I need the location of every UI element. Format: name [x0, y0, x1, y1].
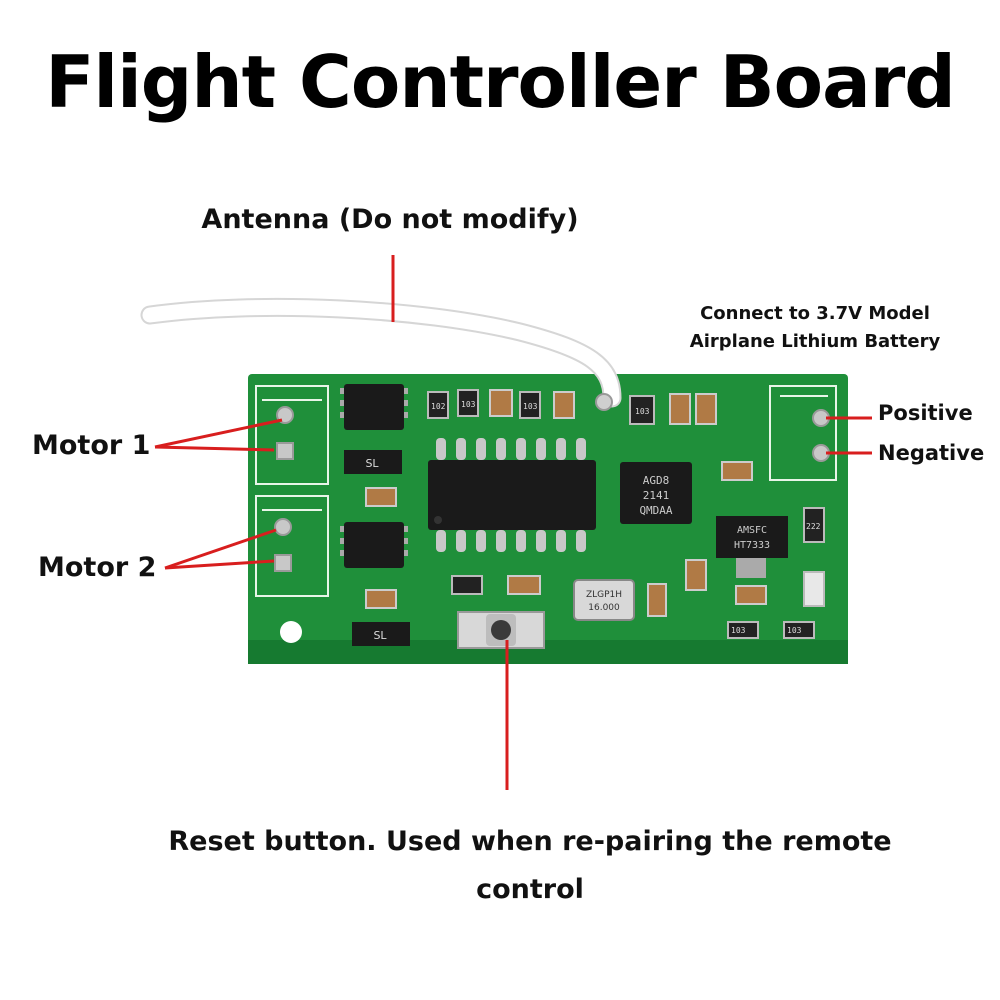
antenna-label: Antenna (Do not modify) — [201, 204, 579, 235]
callout-lines — [154, 255, 872, 790]
resistor-103c: 103 — [635, 407, 650, 416]
motor2-pads — [274, 518, 292, 572]
motor2-callout-line-b — [164, 559, 275, 570]
mounting-hole — [280, 621, 302, 643]
mcu-text-3: QMDAA — [639, 504, 672, 517]
resistor-103b: 103 — [523, 402, 538, 411]
silkscreen-outlines — [255, 385, 837, 597]
positive-label: Positive — [878, 401, 973, 425]
resistor-222: 222 — [806, 522, 821, 531]
crystal-text-2: 16.000 — [588, 603, 620, 613]
motor1-callout-line-a — [154, 418, 283, 449]
antenna-solder — [595, 393, 613, 411]
mcu-text-1: AGD8 — [643, 474, 670, 487]
motor1-label: Motor 1 — [32, 430, 151, 461]
regulator-text-1: AMSFC — [737, 525, 767, 536]
resistor-103d: 103 — [731, 626, 746, 635]
battery-pads — [812, 409, 830, 462]
page-title: Flight Controller Board — [45, 40, 956, 124]
battery-label-line2: Airplane Lithium Battery — [689, 331, 941, 352]
mosfet-bottom — [340, 522, 408, 568]
diode-sl-bottom-text: SL — [373, 629, 387, 642]
battery-label-line1: Connect to 3.7V Model — [700, 303, 930, 324]
regulator-text-2: HT7333 — [734, 540, 770, 551]
resistor-103e: 103 — [787, 626, 802, 635]
mosfet-top — [340, 384, 408, 430]
passive-labels: 102 103 103 103 222 103 103 — [431, 400, 821, 635]
mcu-text-2: 2141 — [643, 489, 670, 502]
reset-label: Reset button. Used when re-pairing the r… — [168, 826, 892, 905]
motor2-label: Motor 2 — [38, 552, 157, 583]
reset-button — [457, 611, 545, 649]
mcu-chip: AGD8 2141 QMDAA — [620, 462, 692, 524]
crystal-text-1: ZLGP1H — [586, 590, 622, 600]
battery-label: Connect to 3.7V Model Airplane Lithium B… — [660, 300, 970, 356]
motor2-callout-line-a — [164, 528, 277, 570]
regulator-chip: AMSFC HT7333 — [716, 516, 788, 578]
main-ic — [428, 438, 596, 552]
resistor-103a: 103 — [461, 400, 476, 409]
pcb-edge — [248, 640, 848, 664]
crystal: ZLGP1H 16.000 — [573, 579, 635, 621]
antenna-wire — [142, 299, 620, 406]
diode-sl-top — [344, 450, 402, 474]
resistor-102: 102 — [431, 402, 446, 411]
diode-sl-bottom — [352, 622, 410, 646]
diode-sl-top-text: SL — [365, 457, 379, 470]
passives — [365, 389, 825, 639]
motor1-callout-line-b — [154, 445, 275, 452]
negative-label: Negative — [878, 441, 985, 465]
